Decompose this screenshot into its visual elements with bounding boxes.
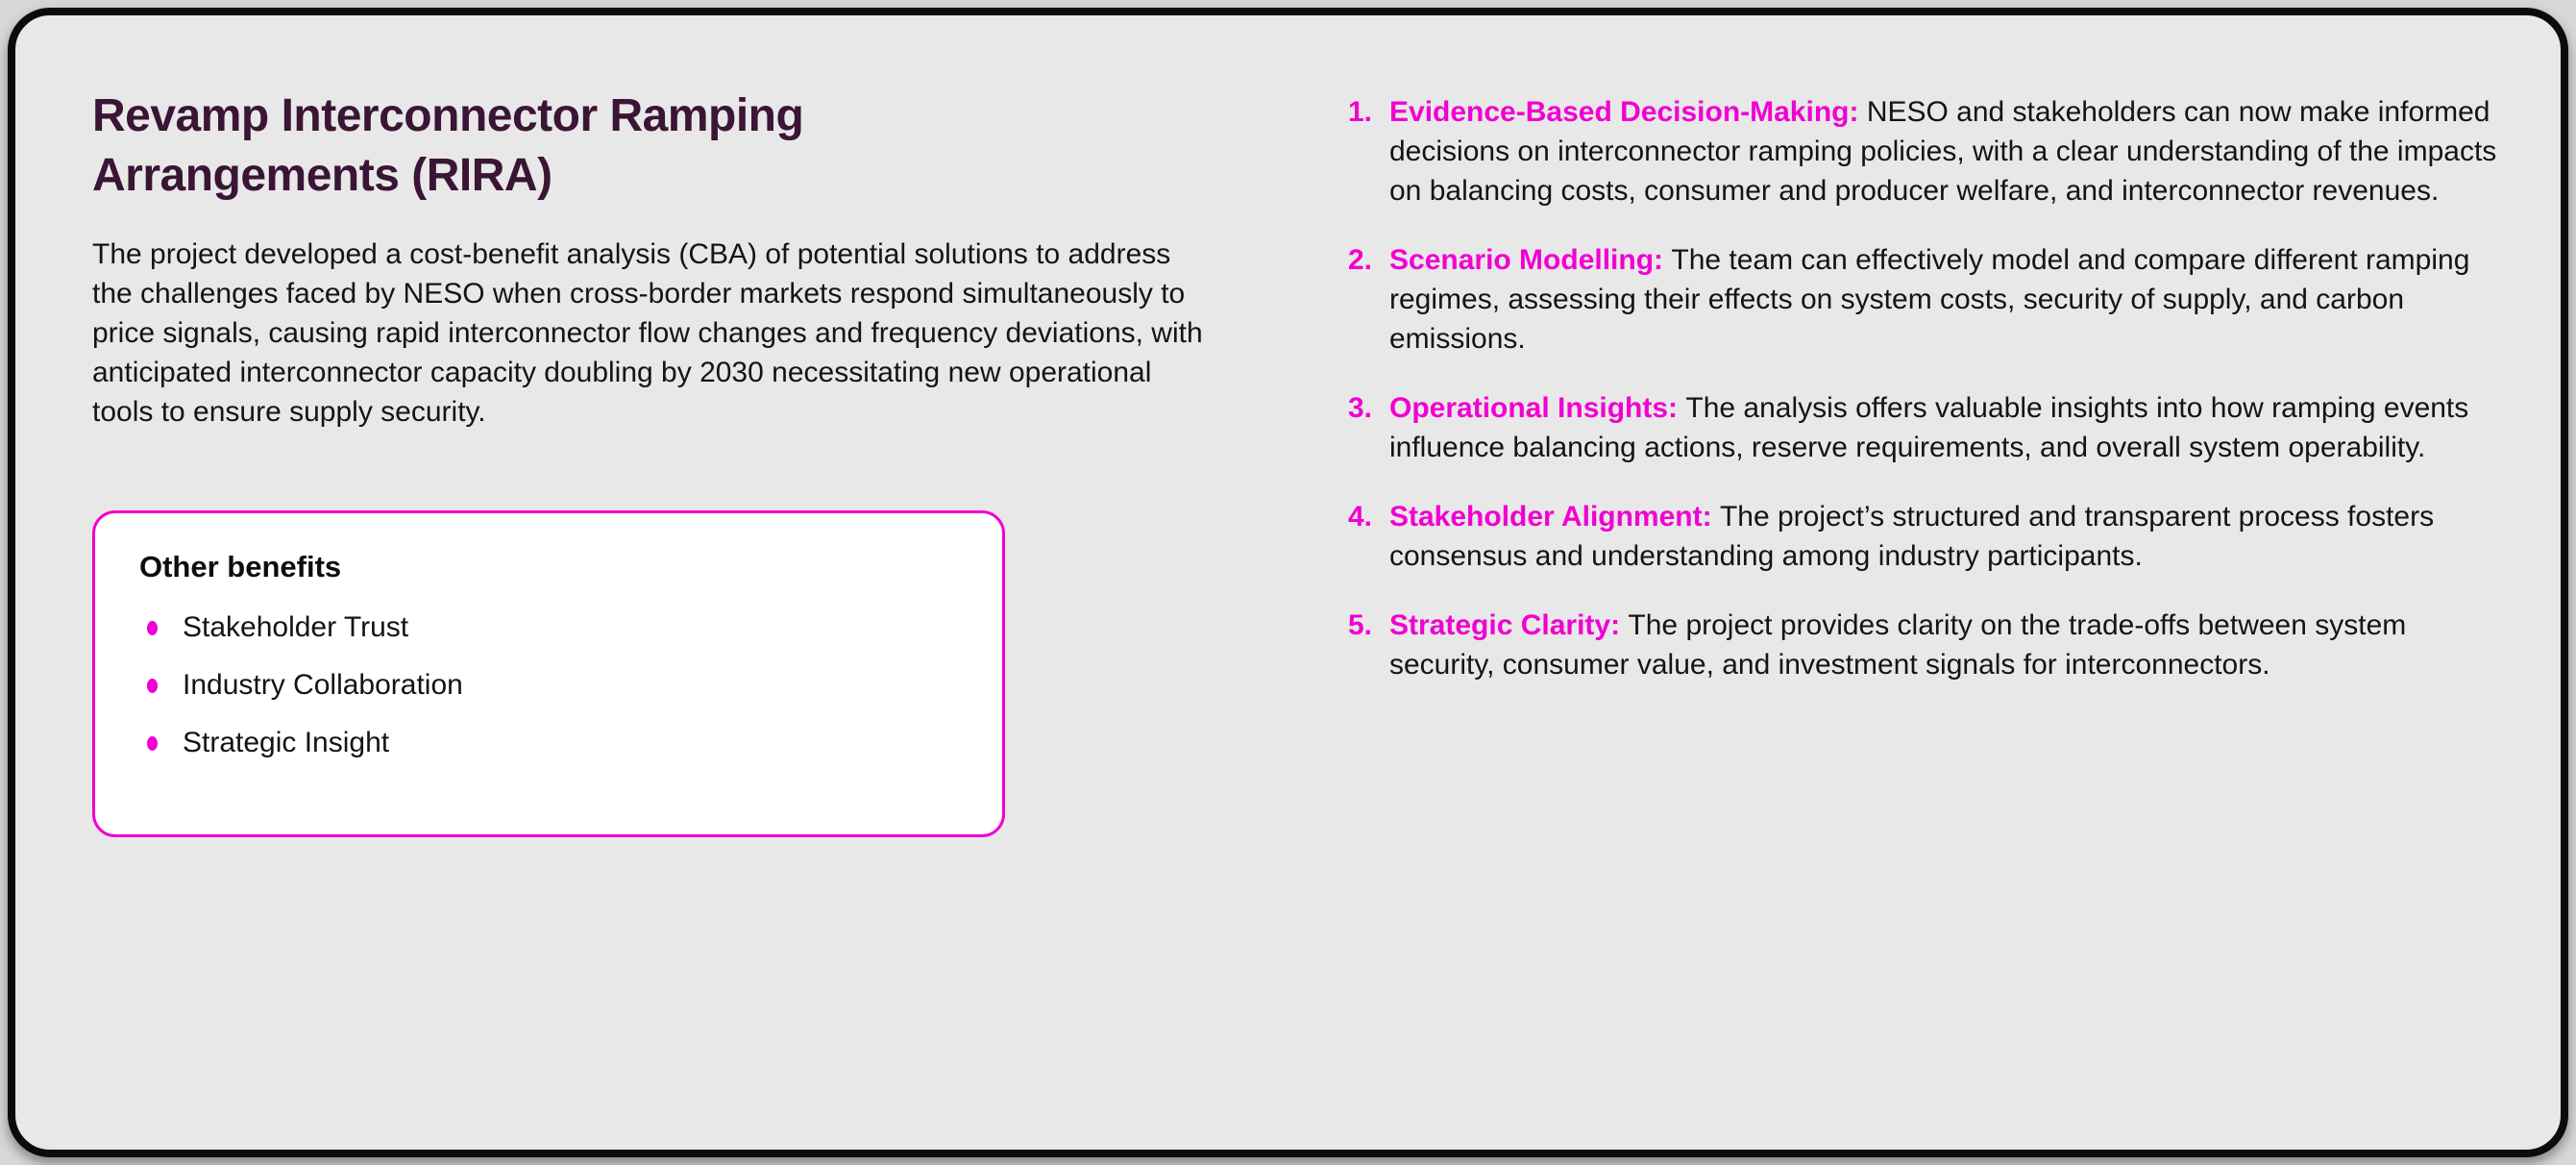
item-text: Stakeholder Alignment: The project’s str… xyxy=(1389,497,2503,576)
item-number: 3. xyxy=(1348,392,1373,424)
left-column: Revamp Interconnector Ramping Arrangemen… xyxy=(92,69,1212,1111)
right-column: 1. Evidence-Based Decision-Making: NESO … xyxy=(1212,69,2503,1111)
item-text: Evidence-Based Decision-Making: NESO and… xyxy=(1389,92,2503,211)
bullet-icon xyxy=(147,620,158,635)
item-text: Operational Insights: The analysis offer… xyxy=(1389,388,2503,467)
list-item: 4. Stakeholder Alignment: The project’s … xyxy=(1348,497,2503,576)
page-title: Revamp Interconnector Ramping Arrangemen… xyxy=(92,90,804,201)
item-body: The project provides clarity on the trad… xyxy=(1389,609,2407,681)
slide-card: Revamp Interconnector Ramping Arrangemen… xyxy=(8,8,2568,1157)
benefits-box-heading: Other benefits xyxy=(139,550,342,583)
item-number: 4. xyxy=(1348,501,1373,533)
benefit-label: Strategic Insight xyxy=(183,727,390,758)
item-body: The team can effectively model and compa… xyxy=(1389,244,2470,355)
list-item: Industry Collaboration xyxy=(139,667,964,704)
list-item: 3. Operational Insights: The analysis of… xyxy=(1348,388,2503,467)
item-number: 5. xyxy=(1348,609,1373,641)
item-number: 1. xyxy=(1348,96,1373,128)
other-benefits-box: Other benefits Stakeholder Trust Industr… xyxy=(92,510,1005,837)
item-number: 2. xyxy=(1348,244,1373,276)
item-heading: Strategic Clarity: xyxy=(1389,609,1629,641)
list-item: Strategic Insight xyxy=(139,725,964,761)
item-heading: Evidence-Based Decision-Making: xyxy=(1389,96,1867,128)
list-item: 5. Strategic Clarity: The project provid… xyxy=(1348,606,2503,684)
list-item: 1. Evidence-Based Decision-Making: NESO … xyxy=(1348,92,2503,211)
item-body: NESO and stakeholders can now make infor… xyxy=(1389,96,2497,207)
bullet-icon xyxy=(147,678,158,693)
benefits-list: Stakeholder Trust Industry Collaboration… xyxy=(139,609,964,761)
item-body: The project’s structured and transparent… xyxy=(1389,501,2435,572)
item-text: Strategic Clarity: The project provides … xyxy=(1389,606,2503,684)
item-body: The analysis offers valuable insights in… xyxy=(1389,392,2469,463)
benefit-label: Industry Collaboration xyxy=(183,669,463,701)
item-heading: Operational Insights: xyxy=(1389,392,1686,424)
list-item: 2. Scenario Modelling: The team can effe… xyxy=(1348,240,2503,359)
list-item: Stakeholder Trust xyxy=(139,609,964,646)
benefit-label: Stakeholder Trust xyxy=(183,611,409,643)
item-text: Scenario Modelling: The team can effecti… xyxy=(1389,240,2503,359)
item-heading: Scenario Modelling: xyxy=(1389,244,1672,276)
intro-paragraph: The project developed a cost-benefit ana… xyxy=(92,238,1203,428)
item-heading: Stakeholder Alignment: xyxy=(1389,501,1720,533)
bullet-icon xyxy=(147,735,158,751)
numbered-benefits-list: 1. Evidence-Based Decision-Making: NESO … xyxy=(1348,92,2503,684)
